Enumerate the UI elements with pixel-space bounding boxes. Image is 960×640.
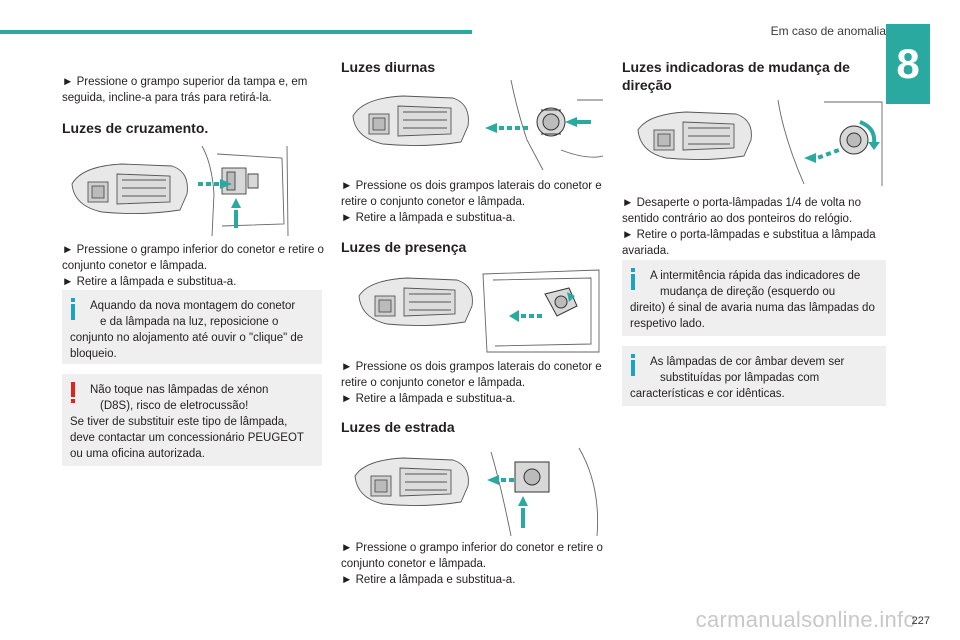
page-number: 227 bbox=[911, 615, 930, 627]
info-box-reassembly: Aquando da nova montagem do conetor e da… bbox=[62, 290, 322, 364]
step: ► Retire a lâmpada e substitua-a. bbox=[62, 276, 237, 288]
heading-direction-indicators: Luzes indicadoras de mudança de direção bbox=[622, 59, 850, 93]
step: ► Pressione o grampo inferior do conetor… bbox=[341, 542, 603, 570]
info-box-amber-bulbs: As lâmpadas de cor âmbar devem ser subst… bbox=[622, 346, 886, 406]
steps-daytime-lights: ► Pressione os dois grampos laterais do … bbox=[341, 178, 603, 226]
illustration-dipped-beam bbox=[62, 144, 312, 236]
step: ► Retire a lâmpada e substitua-a. bbox=[341, 212, 516, 224]
steps-dipped-beam: ► Pressione o grampo inferior do conetor… bbox=[62, 242, 324, 290]
info-text: As lâmpadas de cor âmbar devem ser bbox=[650, 356, 845, 368]
warning-text: (D8S), risco de eletrocussão! bbox=[100, 400, 249, 412]
info-text: A intermitência rápida das indicadores d… bbox=[650, 270, 861, 282]
illustration-high-beam bbox=[351, 446, 601, 536]
info-text: substituídas por lâmpadas com bbox=[660, 372, 820, 384]
intro-step: ► Pressione o grampo superior da tampa e… bbox=[62, 76, 308, 104]
step: ► Retire a lâmpada e substitua-a. bbox=[341, 574, 516, 586]
steps-high-beam: ► Pressione o grampo inferior do conetor… bbox=[341, 540, 603, 588]
info-text: mudança de direção (esquerdo ou bbox=[660, 286, 836, 298]
header-rule bbox=[0, 30, 472, 34]
info-box-rapid-flashing: A intermitência rápida das indicadores d… bbox=[622, 260, 886, 336]
info-text: direito) é sinal de avaria numa das lâmp… bbox=[630, 302, 875, 330]
heading-position-lights: Luzes de presença bbox=[341, 239, 467, 255]
info-icon bbox=[631, 354, 635, 376]
step: ► Desaperte o porta-lâmpadas 1/4 de volt… bbox=[622, 197, 861, 225]
steps-direction-indicators: ► Desaperte o porta-lâmpadas 1/4 de volt… bbox=[622, 195, 888, 259]
info-text: e da lâmpada na luz, reposicione o bbox=[100, 316, 279, 328]
warning-text: Não toque nas lâmpadas de xénon bbox=[90, 384, 269, 396]
warning-text: Se tiver de substituir este tipo de lâmp… bbox=[70, 416, 304, 460]
chapter-tab: 8 bbox=[886, 24, 930, 104]
illustration-daytime-lights bbox=[347, 80, 603, 172]
step: ► Pressione o grampo inferior do conetor… bbox=[62, 244, 324, 272]
info-icon bbox=[631, 268, 635, 290]
illustration-position-lights bbox=[355, 266, 603, 356]
heading-daytime-lights: Luzes diurnas bbox=[341, 59, 436, 75]
heading-high-beam: Luzes de estrada bbox=[341, 419, 455, 435]
step: ► Pressione os dois grampos laterais do … bbox=[341, 361, 602, 389]
heading-dipped-beam: Luzes de cruzamento. bbox=[62, 120, 209, 136]
info-icon bbox=[71, 298, 75, 320]
watermark: carmanualsonline.info bbox=[695, 607, 916, 632]
section-title: Em caso de anomalia bbox=[770, 24, 886, 38]
chapter-number: 8 bbox=[896, 40, 920, 87]
warning-icon bbox=[71, 382, 75, 403]
info-text: conjunto no alojamento até ouvir o "cliq… bbox=[70, 332, 304, 360]
steps-position-lights: ► Pressione os dois grampos laterais do … bbox=[341, 359, 603, 407]
step: ► Pressione os dois grampos laterais do … bbox=[341, 180, 602, 208]
step: ► Retire o porta-lâmpadas e substitua a … bbox=[622, 229, 876, 257]
warning-box-xenon: Não toque nas lâmpadas de xénon (D8S), r… bbox=[62, 374, 322, 466]
info-text: Aquando da nova montagem do conetor bbox=[90, 300, 296, 312]
step: ► Retire a lâmpada e substitua-a. bbox=[341, 393, 516, 405]
info-text: características e cor idênticas. bbox=[630, 388, 785, 400]
illustration-direction-indicators bbox=[634, 98, 886, 186]
